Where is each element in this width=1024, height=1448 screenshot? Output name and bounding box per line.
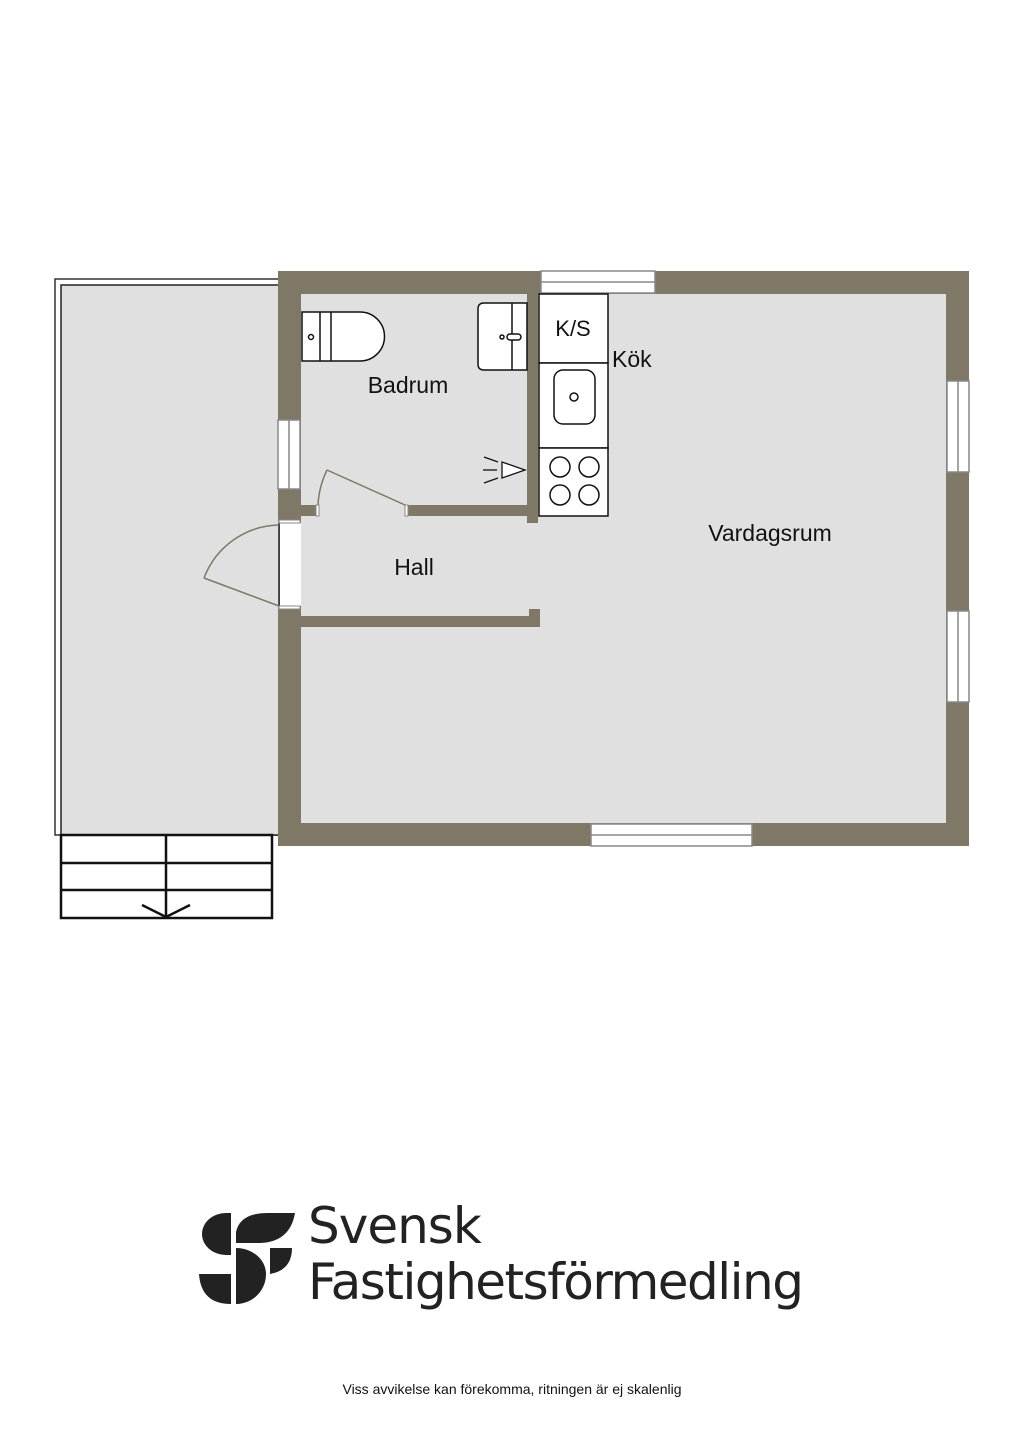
room-label-kok: Kök xyxy=(612,346,652,372)
entrance-door xyxy=(203,524,280,607)
fridge-freezer-label: K/S xyxy=(555,316,590,341)
brand-name-line2: Fastighetsförmedling xyxy=(308,1253,804,1311)
bathroom-sink-icon xyxy=(477,302,528,371)
bathroom-door xyxy=(317,469,406,506)
toilet-icon xyxy=(301,311,386,362)
disclaimer-text: Viss avvikelse kan förekomma, ritningen … xyxy=(342,1381,682,1397)
room-label-vardagsrum: Vardagsrum xyxy=(708,520,832,546)
fridge-freezer xyxy=(538,293,609,364)
brand-logo-icon xyxy=(199,1213,295,1304)
kitchen-counter xyxy=(538,293,609,517)
windows xyxy=(277,270,970,847)
room-label-hall: Hall xyxy=(394,554,434,580)
brand-name-line1: Svensk xyxy=(308,1197,482,1255)
stove-icon xyxy=(538,447,609,517)
terrace xyxy=(54,278,280,836)
entrance-steps xyxy=(59,833,274,920)
interior-walls xyxy=(301,294,540,627)
ventilation-icon xyxy=(483,456,527,484)
room-label-badrum: Badrum xyxy=(368,372,449,398)
interior-floor xyxy=(301,294,946,823)
